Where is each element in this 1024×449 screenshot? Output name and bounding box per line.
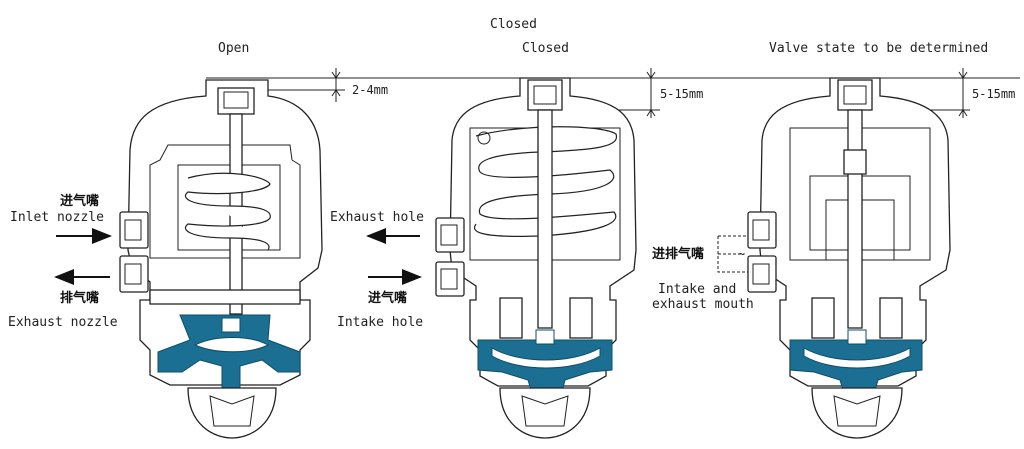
state-label-undetermined: Valve state to be determined [769, 41, 988, 56]
state-label-open: Open [218, 41, 249, 56]
intake-exhaust-cn: 进排气嘴 [652, 246, 704, 262]
state-label-closed: Closed [522, 41, 569, 56]
intake-exhaust-label-1: Intake and [658, 282, 736, 297]
top-title: Closed [490, 17, 537, 32]
inlet-nozzle-cn: 进气嘴 [60, 193, 99, 209]
exhaust-nozzle-label: Exhaust nozzle [8, 315, 118, 330]
dimension-middle-text: 5-15mm [660, 87, 703, 101]
valve-right: ~ [717, 77, 951, 439]
valve-left [119, 79, 323, 439]
dimension-left-text: 2-4mm [352, 83, 388, 97]
dimension-left: 2-4mm [255, 68, 388, 102]
exhaust-hole-label: Exhaust hole [330, 210, 424, 225]
intake-hole-cn: 进气嘴 [368, 290, 407, 306]
dimension-right-text: 5-15mm [972, 87, 1015, 101]
intake-exhaust-label-2: exhaust mouth [652, 297, 754, 312]
svg-text:~: ~ [738, 247, 745, 261]
inlet-nozzle-label: Inlet nozzle [10, 210, 104, 225]
valve-middle [435, 77, 637, 439]
exhaust-nozzle-cn: 排气嘴 [60, 290, 99, 306]
intake-hole-label: Intake hole [337, 315, 423, 330]
